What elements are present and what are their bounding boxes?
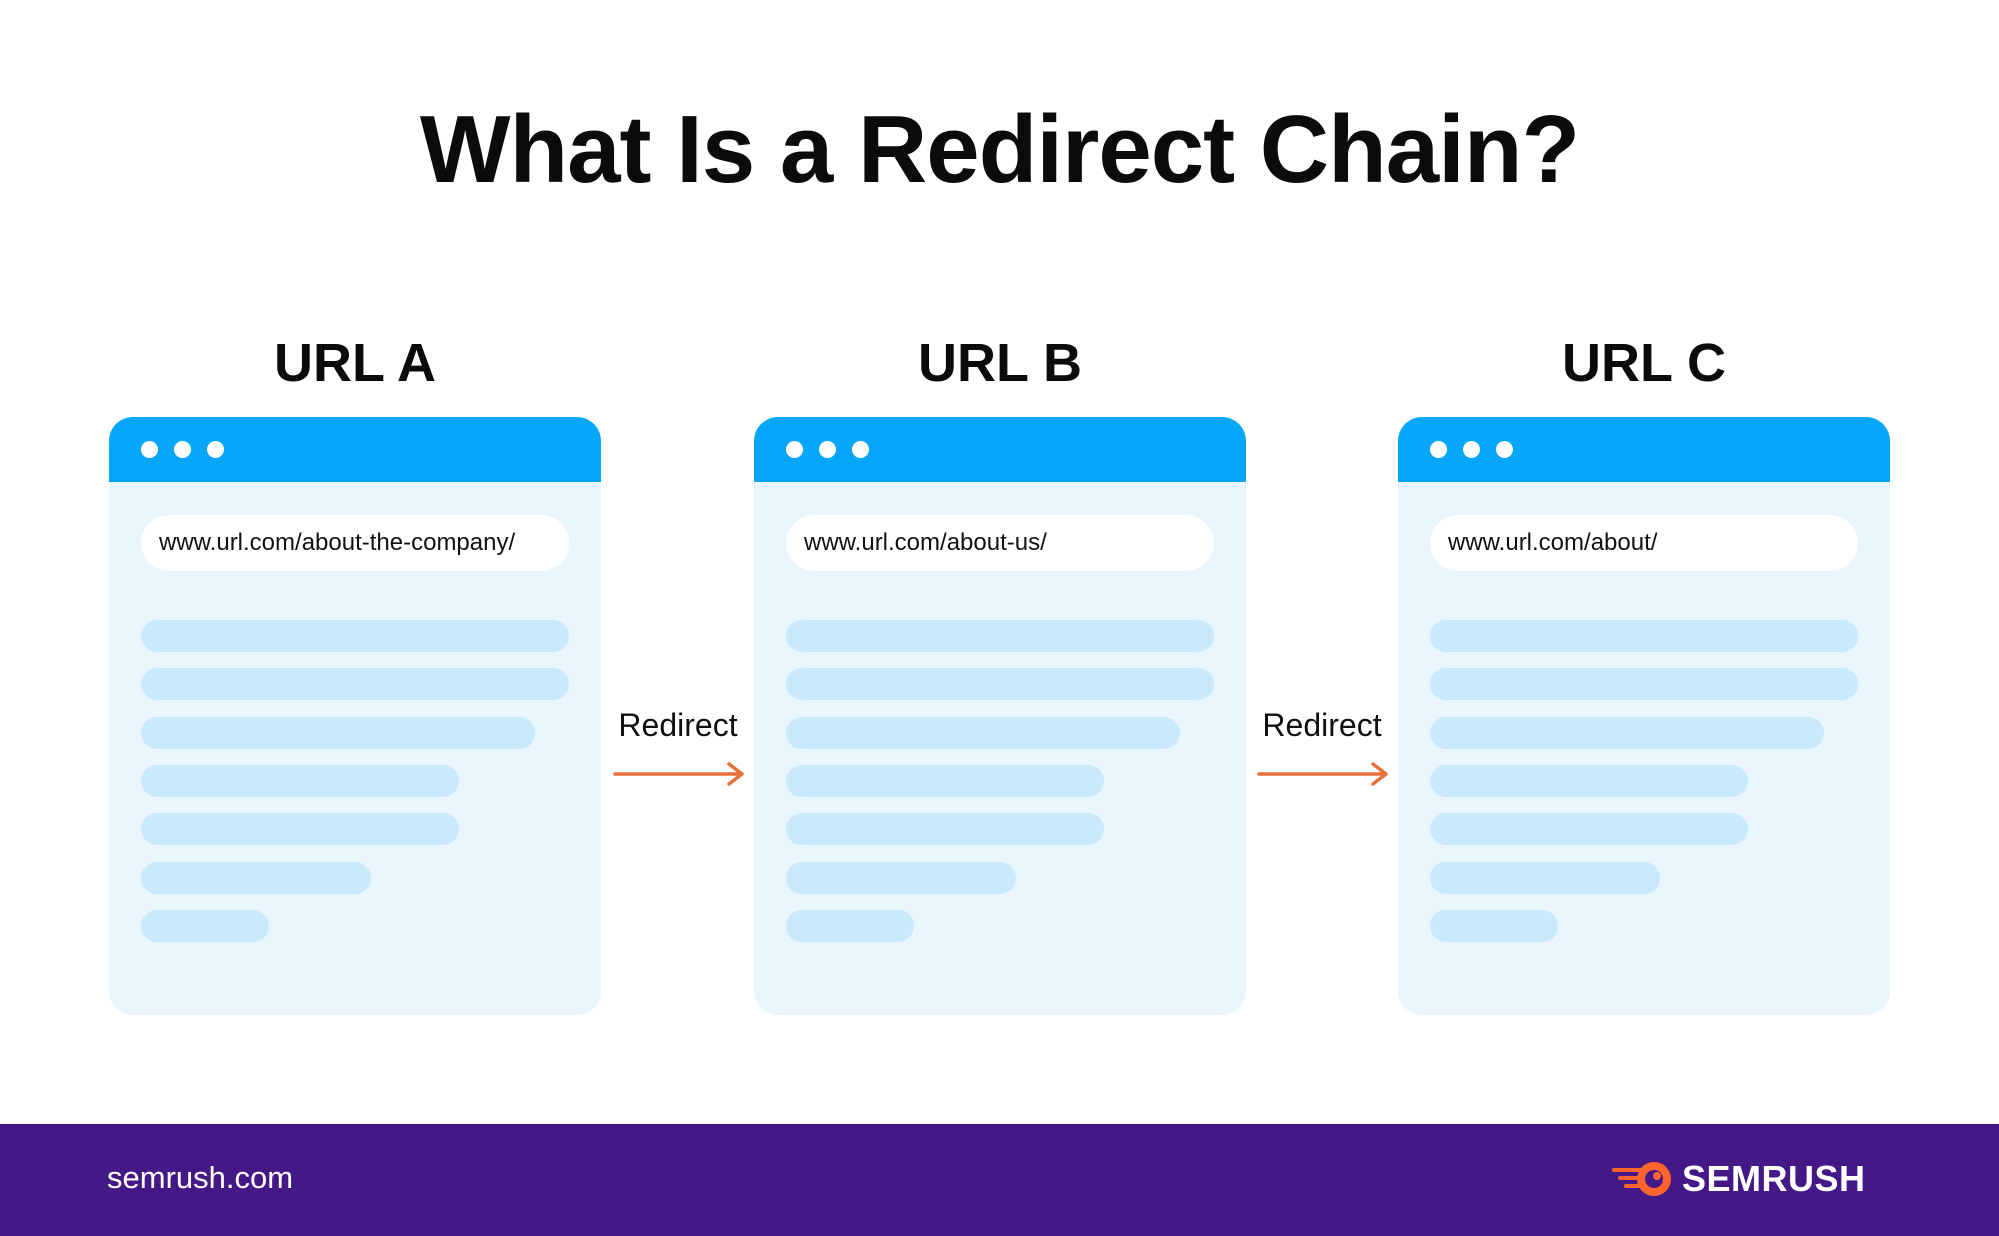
content-placeholder-line (1430, 668, 1858, 700)
browser-title-bar (109, 417, 601, 482)
content-placeholder-line (786, 620, 1214, 652)
redirect-label-1: Redirect (618, 707, 738, 743)
content-placeholder-line (786, 813, 1104, 845)
browser-window-url-a: www.url.com/about-the-company/ (109, 417, 601, 1015)
window-dot-icon (819, 441, 836, 458)
browser-window-url-c: www.url.com/about/ (1398, 417, 1890, 1015)
window-dot-icon (141, 441, 158, 458)
page-title: What Is a Redirect Chain? (419, 96, 1580, 203)
content-placeholder-line (1430, 910, 1558, 942)
content-placeholder-line (1430, 717, 1824, 749)
content-placeholder-line (141, 765, 459, 797)
content-placeholder-line (141, 668, 569, 700)
content-placeholder-line (786, 717, 1180, 749)
address-bar-url-c: www.url.com/about/ (1430, 515, 1858, 571)
content-placeholder-line (786, 862, 1016, 894)
url-b-heading: URL B (917, 333, 1082, 393)
redirect-label-2: Redirect (1262, 707, 1382, 743)
content-placeholder-line (141, 620, 569, 652)
right-arrow-icon (1257, 762, 1388, 786)
browser-title-bar (1398, 417, 1890, 482)
content-placeholder-line (1430, 862, 1660, 894)
footer-bar: semrush.com SEMRUSH (0, 1124, 1999, 1236)
brand-name: SEMRUSH (1682, 1158, 1866, 1199)
browser-title-bar (754, 417, 1246, 482)
window-dot-icon (1496, 441, 1513, 458)
semrush-flame-icon (1612, 1162, 1671, 1196)
content-placeholder-line (1430, 765, 1748, 797)
browser-window-url-b: www.url.com/about-us/ (754, 417, 1246, 1015)
content-placeholder-line (141, 862, 371, 894)
footer-domain-link[interactable]: semrush.com (107, 1160, 294, 1195)
content-placeholder-line (141, 910, 269, 942)
url-a-heading: URL A (274, 333, 436, 393)
content-placeholder-line (786, 668, 1214, 700)
content-placeholder-line (141, 717, 535, 749)
window-dot-icon (1430, 441, 1447, 458)
content-placeholder-line (786, 910, 914, 942)
right-arrow-icon (613, 762, 744, 786)
window-dot-icon (207, 441, 224, 458)
window-dot-icon (786, 441, 803, 458)
content-placeholder-line (1430, 620, 1858, 652)
content-placeholder-line (1430, 813, 1748, 845)
url-c-heading: URL C (1561, 333, 1726, 393)
window-dot-icon (1463, 441, 1480, 458)
content-placeholder-line (141, 813, 459, 845)
address-bar-url-a: www.url.com/about-the-company/ (141, 515, 569, 571)
window-dot-icon (852, 441, 869, 458)
content-placeholder-line (786, 765, 1104, 797)
address-bar-url-b: www.url.com/about-us/ (786, 515, 1214, 571)
brand-logo: SEMRUSH (1612, 1156, 1866, 1202)
window-dot-icon (174, 441, 191, 458)
